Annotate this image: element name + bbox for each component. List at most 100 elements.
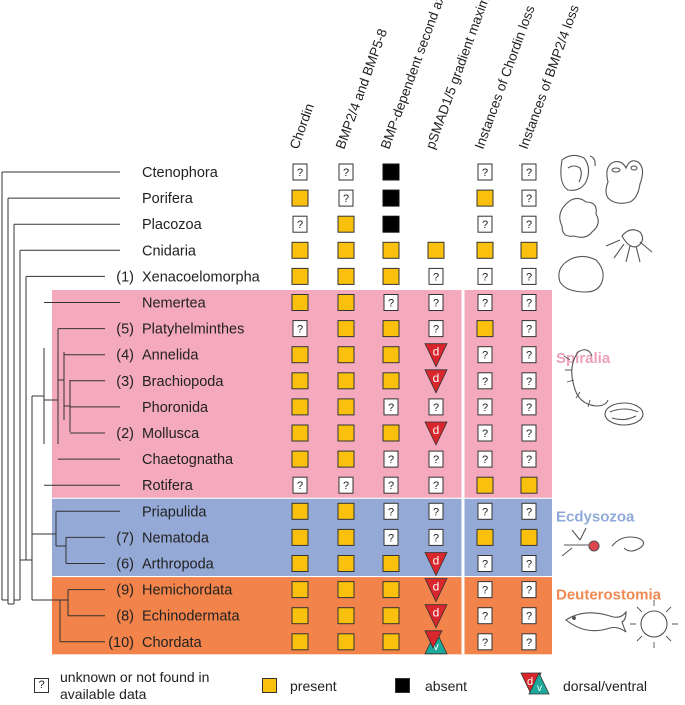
cell-present — [337, 450, 355, 468]
cell-unknown — [477, 398, 493, 416]
cell-unknown — [521, 189, 537, 207]
placozoa-icon — [559, 197, 599, 238]
cell-present — [382, 267, 400, 285]
cell-dorsal-mark: d — [433, 345, 440, 359]
cell-unknown-mark: ? — [526, 585, 532, 597]
cell-present — [476, 476, 494, 494]
cell-unknown — [383, 476, 399, 494]
clade-bands — [52, 290, 552, 655]
cell-present — [382, 320, 400, 338]
cell-unknown — [292, 320, 308, 338]
cell-unknown-mark: ? — [526, 219, 532, 231]
cell-present — [382, 424, 400, 442]
cell-absent — [382, 215, 400, 233]
taxon-row: Rotifera???? — [142, 476, 538, 494]
cell-present — [382, 607, 400, 625]
cell-unknown-mark: ? — [388, 506, 394, 518]
cell-dorsal — [424, 369, 448, 394]
cell-unknown-mark: ? — [482, 454, 488, 466]
cell-unknown — [383, 528, 399, 546]
cell-present — [337, 502, 355, 520]
cell-unknown-mark: ? — [526, 298, 532, 310]
cell-unknown — [477, 555, 493, 572]
cell-present — [337, 372, 355, 390]
cell-dorsal-mark: d — [433, 423, 440, 437]
cell-unknown — [521, 555, 537, 572]
cell-present — [291, 372, 309, 390]
cell-unknown — [521, 633, 537, 651]
cell-unknown — [521, 163, 537, 181]
nematode-icon — [611, 536, 645, 552]
taxon-number: (7) — [116, 530, 134, 546]
cell-present — [291, 346, 309, 364]
legend-ventral-letter: v — [537, 683, 542, 694]
acoel-icon — [558, 255, 604, 293]
cell-unknown-mark: ? — [433, 324, 439, 336]
cell-present — [291, 607, 309, 625]
cell-unknown — [477, 424, 493, 442]
taxon-row: Phoronida???? — [142, 398, 537, 416]
cell-unknown — [521, 450, 537, 468]
taxon-name: Priapulida — [142, 504, 207, 520]
cell-present — [476, 528, 494, 546]
taxon-name: Xenacoelomorpha — [142, 269, 261, 285]
zebrafish-icon — [565, 610, 627, 633]
legend-unknown-label: unknown or not found in available data — [60, 669, 210, 702]
cell-unknown — [428, 398, 444, 416]
taxa-rows: Ctenophora????Porifera??Placozoa???Cnida… — [108, 163, 538, 655]
taxon-row: Placozoa??? — [142, 215, 537, 233]
taxon-name: Chaetognatha — [142, 452, 234, 468]
cell-unknown-mark: ? — [297, 324, 303, 336]
cell-unknown-mark: ? — [433, 454, 439, 466]
taxon-row: Nemertea???? — [142, 294, 537, 312]
cell-dorsal-mark: d — [433, 606, 440, 620]
cell-present — [337, 346, 355, 364]
cell-present — [291, 555, 309, 572]
taxon-name: Brachiopoda — [142, 374, 224, 390]
cell-present — [382, 555, 400, 572]
taxon-name: Placozoa — [142, 217, 203, 233]
annelid-icon — [563, 349, 609, 408]
cell-present — [291, 241, 309, 259]
cell-unknown — [521, 607, 537, 625]
cell-unknown-mark: ? — [526, 637, 532, 649]
cell-present — [520, 528, 538, 546]
cell-unknown-mark: ? — [343, 167, 349, 179]
cell-unknown-mark: ? — [482, 350, 488, 362]
cell-present — [427, 241, 445, 259]
cell-unknown-mark: ? — [482, 219, 488, 231]
cell-unknown — [428, 320, 444, 338]
cell-unknown-mark: ? — [343, 193, 349, 205]
cell-present — [337, 215, 355, 233]
cell-unknown — [292, 476, 308, 494]
taxon-row: Cnidaria — [142, 241, 538, 259]
taxon-row: (1)Xenacoelomorpha??? — [116, 267, 537, 285]
cell-unknown-mark: ? — [343, 480, 349, 492]
taxon-number: (2) — [116, 426, 134, 442]
cell-unknown-mark: ? — [526, 167, 532, 179]
taxon-name: Phoronida — [142, 400, 209, 416]
taxon-row: Ctenophora???? — [142, 163, 537, 181]
cell-present — [337, 528, 355, 546]
cell-unknown-mark: ? — [433, 271, 439, 283]
cell-unknown — [477, 215, 493, 233]
taxon-number: (5) — [116, 322, 134, 338]
taxon-name: Mollusca — [142, 426, 200, 442]
cell-unknown — [338, 189, 354, 207]
cell-unknown — [383, 398, 399, 416]
legend-absent-label: absent — [425, 678, 468, 694]
cell-unknown-mark: ? — [482, 428, 488, 440]
cell-unknown-mark: ? — [526, 350, 532, 362]
cell-unknown — [338, 476, 354, 494]
taxon-number: (10) — [108, 635, 134, 651]
cell-unknown — [338, 163, 354, 181]
taxon-name: Annelida — [142, 348, 199, 364]
legend-dv-label: dorsal/ventral — [563, 678, 648, 694]
taxon-number: (4) — [116, 348, 134, 364]
cell-unknown — [383, 450, 399, 468]
cell-present — [476, 189, 494, 207]
